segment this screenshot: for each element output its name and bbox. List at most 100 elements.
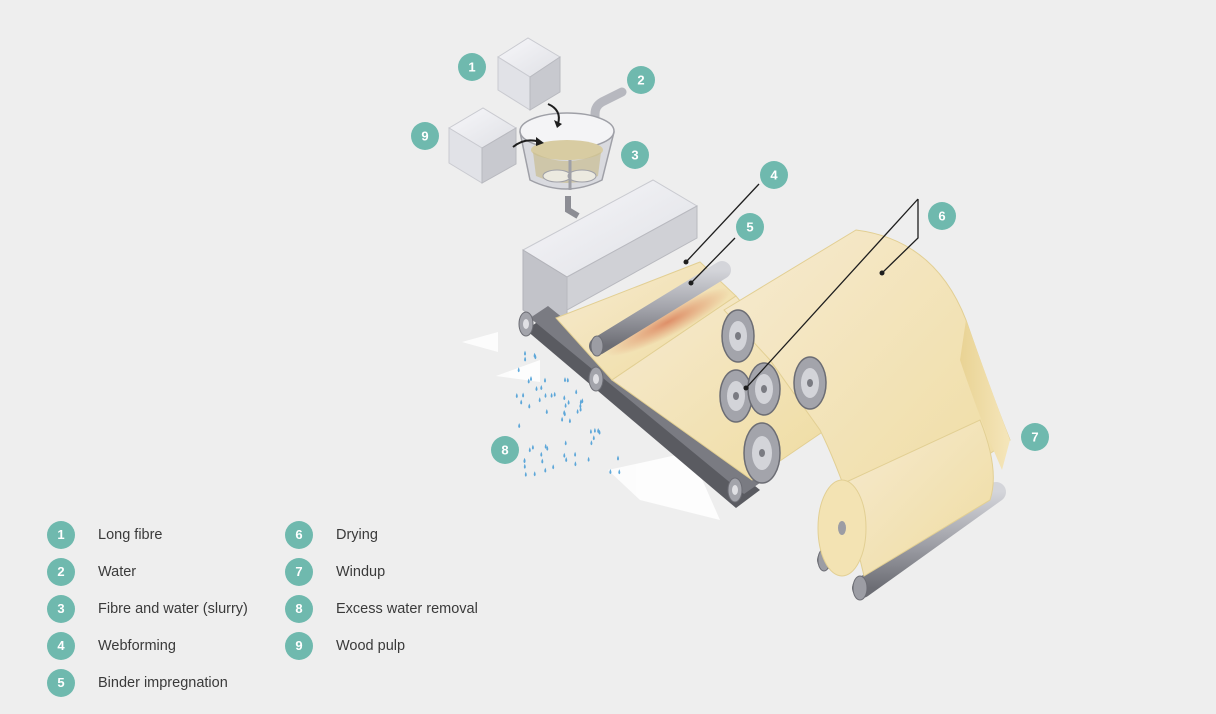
leader-dots xyxy=(683,259,885,391)
water-drop xyxy=(553,391,556,397)
water-drop xyxy=(533,471,536,477)
water-drop xyxy=(597,428,600,433)
water-drop xyxy=(544,392,547,398)
water-drop xyxy=(590,440,593,446)
callout-number: 4 xyxy=(770,168,778,183)
water-drop xyxy=(563,395,566,401)
water-drop xyxy=(540,451,543,457)
legend-item-wood-pulp: 9 Wood pulp xyxy=(285,627,478,664)
water-drop xyxy=(531,444,534,450)
water-drop xyxy=(576,408,579,414)
water-drop xyxy=(524,356,527,362)
water-drop xyxy=(618,469,621,475)
excess-water-drops xyxy=(515,350,621,477)
callouts: 1 2 3 4 5 6 7 8 xyxy=(411,53,1049,464)
callout-badge xyxy=(411,122,439,150)
legend-label: Drying xyxy=(336,526,378,543)
callout-number: 6 xyxy=(938,209,945,224)
water-drop xyxy=(524,350,526,356)
callout-badge xyxy=(760,161,788,189)
leader-dot xyxy=(683,259,689,265)
legend-label: Binder impregnation xyxy=(98,674,228,691)
callout-badge xyxy=(928,202,956,230)
water-drop xyxy=(528,403,531,409)
leader-line-6 xyxy=(745,198,919,389)
legend-badge: 6 xyxy=(285,520,313,549)
callout-8: 8 xyxy=(491,436,519,464)
callout-number: 5 xyxy=(746,220,753,235)
water-drop xyxy=(587,456,590,462)
water-drop xyxy=(566,377,569,383)
drying-cylinders xyxy=(719,309,827,484)
legend-label: Windup xyxy=(336,563,386,580)
legend-badge: 1 xyxy=(47,520,75,549)
legend-item-webforming: 4 Webforming xyxy=(47,627,248,664)
water-drop xyxy=(564,440,567,446)
callout-2: 2 xyxy=(627,66,655,94)
water-drop xyxy=(561,416,564,422)
legend-label: Webforming xyxy=(98,637,176,654)
water-drop xyxy=(579,406,582,412)
water-drop xyxy=(552,464,555,470)
water-drop xyxy=(563,452,566,458)
water-drop xyxy=(524,471,527,477)
callout-6: 6 xyxy=(928,202,956,230)
legend-label: Wood pulp xyxy=(336,637,406,654)
legend-badge: 4 xyxy=(47,631,75,660)
legend-item-windup: 7 Windup xyxy=(285,553,478,590)
legend-item-water: 2 Water xyxy=(47,553,248,590)
callout-3: 3 xyxy=(621,141,649,169)
wire-roller xyxy=(588,366,604,392)
leader-dot xyxy=(743,385,749,391)
water-drop xyxy=(593,427,596,433)
drying-cylinder xyxy=(719,369,753,423)
callout-badge xyxy=(621,141,649,169)
water-drop xyxy=(518,423,521,428)
water-drop xyxy=(565,457,568,462)
leader-dot xyxy=(879,270,885,276)
callout-5: 5 xyxy=(736,213,764,241)
legend-item-drying: 6 Drying xyxy=(285,516,478,553)
callout-number: 3 xyxy=(631,148,638,163)
leader-dot xyxy=(688,280,694,286)
water-drop xyxy=(540,385,543,390)
legend-badge: 7 xyxy=(285,557,313,586)
water-drop xyxy=(609,469,612,474)
mixing-tank xyxy=(512,103,615,219)
water-drop xyxy=(568,418,571,424)
legend-label: Water xyxy=(98,563,137,580)
callout-badge xyxy=(736,213,764,241)
legend-item-slurry: 3 Fibre and water (slurry) xyxy=(47,590,248,627)
water-drop xyxy=(564,402,567,408)
water-drop xyxy=(574,461,577,467)
callout-number: 7 xyxy=(1031,430,1038,445)
wood-pulp-cube xyxy=(448,107,517,184)
drying-cylinder xyxy=(747,362,781,416)
callout-1: 1 xyxy=(458,53,486,81)
callout-badge xyxy=(458,53,486,81)
water-drop xyxy=(527,378,530,384)
legend-item-binder-impregnation: 5 Binder impregnation xyxy=(47,664,248,701)
legend-column-1: 1 Long fibre 2 Water 3 Fibre and water (… xyxy=(47,516,248,701)
legend-badge: 5 xyxy=(47,668,75,697)
legend-label: Long fibre xyxy=(98,526,163,543)
water-drop xyxy=(517,367,520,373)
water-drop xyxy=(581,398,584,404)
water-drop xyxy=(523,463,526,469)
legend-badge: 3 xyxy=(47,594,75,623)
legend-badge: 8 xyxy=(285,594,313,623)
water-drop xyxy=(530,376,532,381)
drying-cylinder xyxy=(743,422,781,484)
water-drop xyxy=(592,435,595,441)
water-drop xyxy=(520,399,523,405)
callout-number: 1 xyxy=(468,60,475,75)
callout-badge xyxy=(1021,423,1049,451)
legend-column-2: 6 Drying 7 Windup 8 Excess water removal… xyxy=(285,516,478,664)
legend-badge: 2 xyxy=(47,557,75,586)
drying-cylinder xyxy=(793,356,827,410)
leader-lines xyxy=(685,183,919,389)
water-drop xyxy=(533,352,536,358)
legend-item-long-fibre: 1 Long fibre xyxy=(47,516,248,553)
leader-line-4 xyxy=(685,183,760,263)
wire-rollers xyxy=(518,311,743,503)
